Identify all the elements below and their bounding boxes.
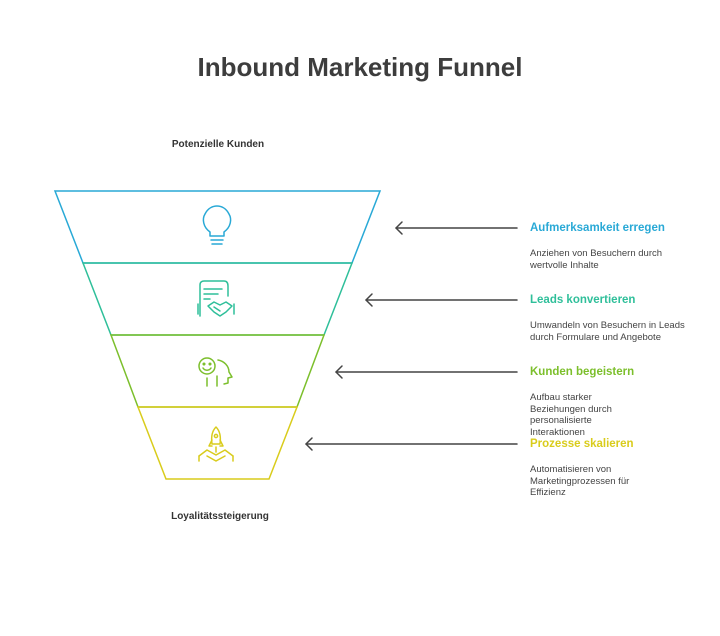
page-title: Inbound Marketing Funnel — [197, 52, 523, 82]
stage-1-title: Aufmerksamkeit erregen — [530, 222, 665, 234]
contract-handshake-icon — [197, 280, 235, 317]
funnel-bottom-label: Loyalitätssteigerung — [171, 511, 269, 522]
arrow-stage-1 — [395, 221, 518, 235]
smiling-person-icon — [198, 357, 233, 387]
funnel-segment-3 — [109, 334, 326, 408]
lightbulb-icon — [202, 205, 232, 245]
funnel-segment-1 — [53, 190, 382, 264]
funnel-top-label: Potenzielle Kunden — [171, 139, 265, 150]
arrow-stage-4 — [305, 437, 518, 451]
funnel-segment-4 — [136, 406, 299, 480]
stage-4-title: Prozesse skalieren — [530, 438, 634, 450]
stage-2-description: Umwandeln von Besuchern in Leads durch F… — [530, 320, 685, 343]
funnel-segment-2 — [81, 262, 354, 336]
stage-2-title: Leads konvertieren — [530, 294, 636, 306]
stage-3-description: Aufbau starker Beziehungen durch persona… — [530, 392, 612, 438]
stage-4-description: Automatisieren von Marketingprozessen fü… — [530, 464, 630, 498]
stage-3-title: Kunden begeistern — [530, 366, 635, 378]
arrow-stage-2 — [365, 293, 518, 307]
arrow-stage-3 — [335, 365, 518, 379]
rocket-launch-icon — [198, 426, 234, 462]
stage-1-description: Anziehen von Besuchern durch wertvolle I… — [530, 248, 663, 271]
